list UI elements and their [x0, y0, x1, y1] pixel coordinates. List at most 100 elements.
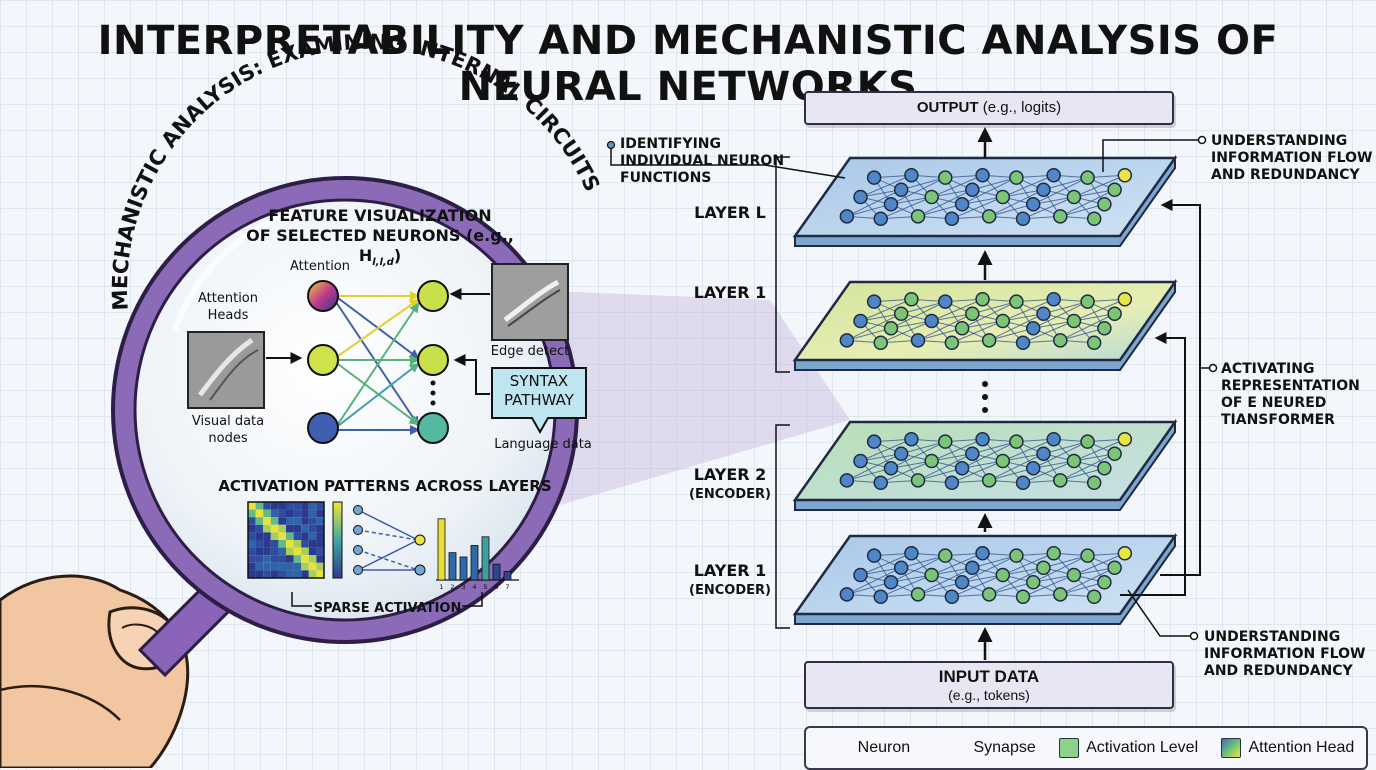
- neuron: [910, 209, 926, 224]
- neuron: [944, 475, 960, 490]
- neuron: [1015, 335, 1031, 350]
- output-box: OUTPUT (e.g., logits): [804, 91, 1174, 125]
- layer-l-label: LAYER L: [694, 203, 766, 222]
- neuron: [904, 432, 919, 447]
- neuron: [938, 170, 953, 185]
- neuron-node: [307, 344, 339, 376]
- neuron: [1009, 548, 1024, 563]
- neuron: [975, 292, 990, 307]
- language-data-label: Language data: [494, 437, 592, 452]
- neuron: [839, 587, 855, 602]
- bar-tick-label: 3: [461, 583, 465, 591]
- hand-illustration: [0, 574, 190, 768]
- neuron: [1117, 432, 1133, 447]
- neuron: [924, 567, 939, 583]
- edge-detect-label: Edge detect: [490, 344, 570, 359]
- neuron: [883, 575, 899, 590]
- neuron: [1053, 333, 1068, 348]
- neuron: [1025, 575, 1041, 590]
- neuron: [924, 453, 939, 469]
- activation-patterns-title: ACTIVATION PATTERNS ACROSS LAYERS: [218, 477, 552, 495]
- layer-plane: [792, 532, 1178, 625]
- neuron: [1015, 475, 1031, 490]
- neuron: [1036, 560, 1051, 575]
- neuron: [944, 589, 960, 604]
- neuron: [1015, 211, 1031, 226]
- neuron: [954, 461, 970, 476]
- neuron: [1066, 189, 1082, 205]
- activation-bar: [459, 556, 468, 581]
- activation-colorbar: [332, 501, 343, 579]
- neuron-node: [307, 412, 339, 444]
- neuron: [910, 333, 926, 348]
- neuron: [866, 434, 882, 449]
- activation-bar: [470, 545, 479, 581]
- neuron: [1066, 313, 1082, 329]
- neuron: [1080, 294, 1095, 309]
- neuron: [975, 168, 990, 183]
- neuron: [883, 461, 899, 476]
- neuron: [965, 306, 980, 321]
- neuron: [981, 473, 997, 488]
- neuron: [1025, 461, 1041, 476]
- neuron: [883, 197, 899, 212]
- neuron: [938, 294, 953, 309]
- bar-tick-label: 2: [450, 583, 454, 591]
- activation-bar: [437, 518, 446, 581]
- page-title: INTERPRETABILITY AND MECHANISTIC ANALYSI…: [97, 18, 1279, 110]
- neuron: [965, 446, 980, 461]
- neuron: [924, 189, 939, 205]
- neuron: [1053, 473, 1068, 488]
- neuron: [866, 170, 882, 185]
- neuron: [910, 587, 926, 602]
- legend: Neuron Synapse Activation Level Attentio…: [804, 726, 1368, 770]
- attention-label: Attention: [290, 259, 350, 274]
- neuron: [1097, 197, 1112, 212]
- neuron: [883, 321, 899, 336]
- network-layers: [792, 154, 1178, 625]
- syntax-pathway-callout: [491, 367, 587, 435]
- neuron: [981, 587, 997, 602]
- neuron: [1097, 321, 1112, 336]
- neuron: [893, 182, 909, 197]
- neuron: [910, 473, 926, 488]
- neuron: [1015, 589, 1031, 604]
- bar-tick-label: 7: [505, 583, 509, 591]
- neuron: [924, 313, 939, 329]
- neuron: [839, 473, 855, 488]
- neuron: [839, 209, 855, 224]
- neuron: [944, 335, 960, 350]
- neuron: [995, 189, 1011, 205]
- neuron: [1097, 461, 1112, 476]
- neuron: [954, 321, 970, 336]
- neuron: [893, 446, 909, 461]
- neuron: [995, 453, 1011, 469]
- bar-tick-label: 4: [472, 583, 476, 591]
- neuron: [954, 197, 970, 212]
- neuron: [975, 432, 990, 447]
- neuron-node: [417, 280, 449, 312]
- neuron: [1046, 432, 1061, 447]
- activation-bar: [492, 563, 501, 581]
- neuron: [981, 209, 997, 224]
- activation-bar: [503, 570, 512, 581]
- magnifier-beam: [525, 290, 850, 505]
- neuron: [1080, 548, 1095, 563]
- neuron: [1009, 170, 1024, 185]
- neuron: [1117, 292, 1133, 307]
- neuron: [853, 313, 868, 329]
- neuron: [938, 548, 953, 563]
- neuron: [839, 333, 855, 348]
- legend-activation-swatch: [1059, 738, 1080, 758]
- neuron: [1107, 182, 1122, 197]
- neuron: [1097, 575, 1112, 590]
- neuron: [1025, 197, 1041, 212]
- activation-heatmap: [247, 501, 325, 579]
- neuron: [1107, 560, 1122, 575]
